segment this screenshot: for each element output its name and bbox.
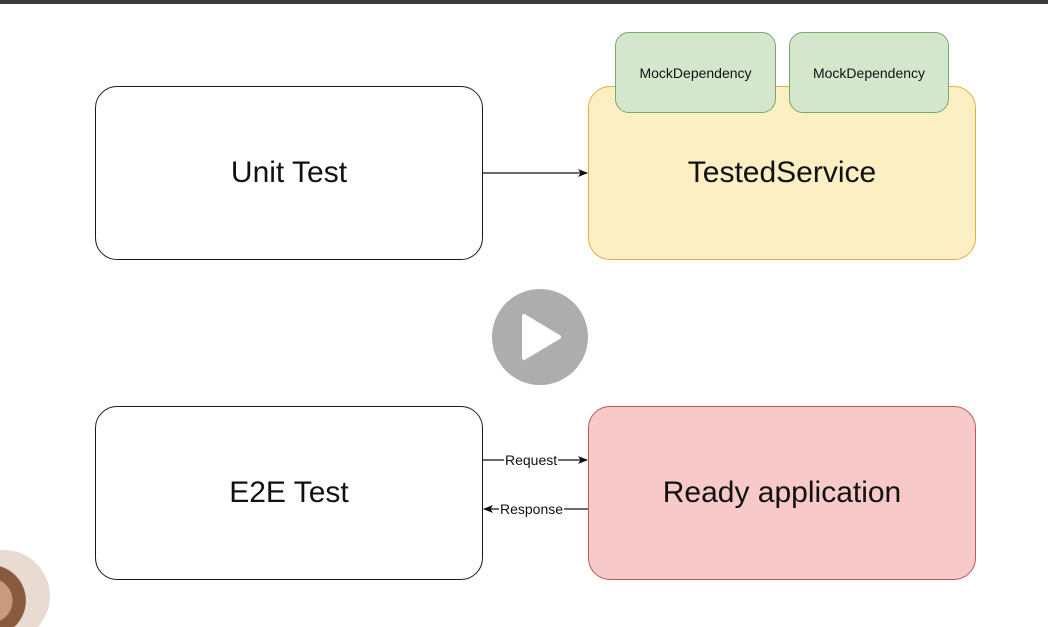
- mock-dependency-label-1: MockDependency: [639, 64, 752, 81]
- tested-service-label: TestedService: [687, 156, 877, 189]
- response-label: Response: [499, 501, 565, 517]
- unit-test-box: Unit Test: [95, 86, 483, 260]
- e2e-test-box: E2E Test: [95, 406, 483, 580]
- e2e-test-label: E2E Test: [229, 476, 349, 509]
- tested-service-box: TestedService: [588, 86, 976, 260]
- mock-dependency-box-1: MockDependency: [615, 32, 776, 113]
- unit-test-label: Unit Test: [230, 156, 348, 189]
- ready-application-label: Ready application: [662, 476, 902, 509]
- mock-dependency-box-2: MockDependency: [789, 32, 949, 113]
- ready-application-box: Ready application: [588, 406, 976, 580]
- play-icon: [522, 314, 561, 360]
- top-progress-bar: [0, 0, 1048, 4]
- mock-dependency-label-2: MockDependency: [812, 64, 926, 81]
- presenter-avatar: [0, 550, 50, 627]
- request-label: Request: [504, 452, 559, 468]
- play-button[interactable]: [492, 289, 588, 385]
